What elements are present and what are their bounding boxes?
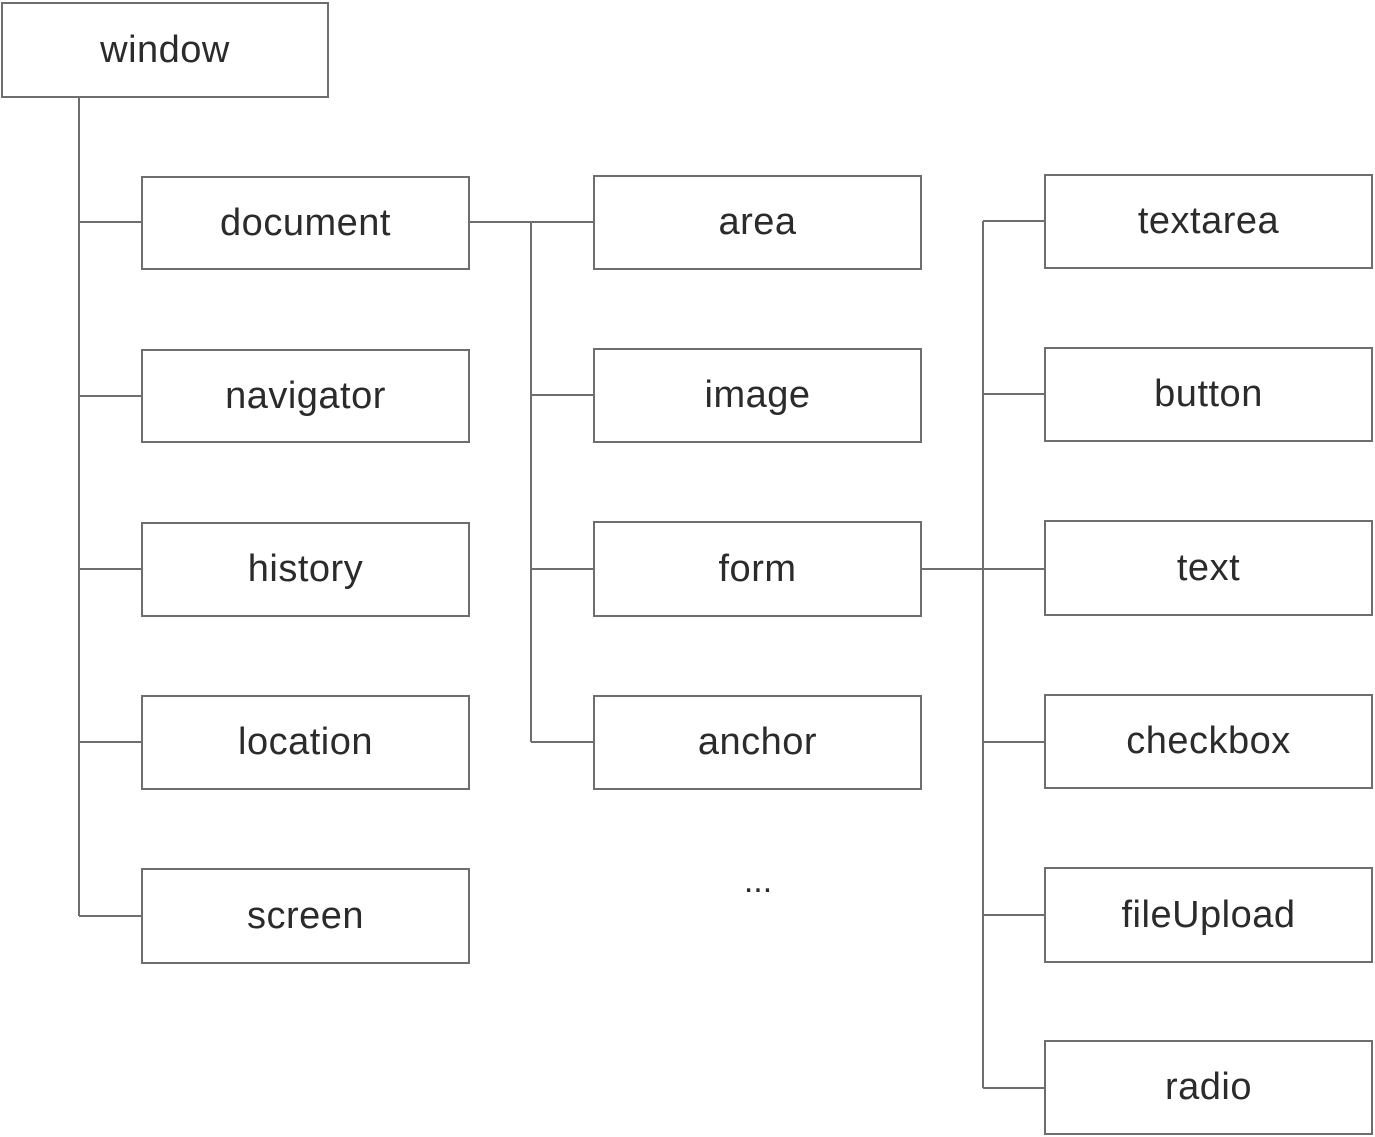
node-navigator: navigator	[141, 349, 470, 443]
node-button: button	[1044, 347, 1373, 442]
node-more-ellipsis: ...	[743, 862, 773, 900]
node-radio: radio	[1044, 1040, 1373, 1135]
node-fileupload: fileUpload	[1044, 867, 1373, 963]
node-screen: screen	[141, 868, 470, 964]
node-form: form	[593, 521, 922, 617]
node-text: text	[1044, 520, 1373, 616]
node-location: location	[141, 695, 470, 790]
node-history: history	[141, 522, 470, 617]
node-checkbox: checkbox	[1044, 694, 1373, 789]
node-textarea: textarea	[1044, 174, 1373, 269]
node-image: image	[593, 348, 922, 443]
node-document: document	[141, 176, 470, 270]
node-window: window	[1, 2, 329, 98]
node-anchor: anchor	[593, 695, 922, 790]
node-area: area	[593, 175, 922, 270]
